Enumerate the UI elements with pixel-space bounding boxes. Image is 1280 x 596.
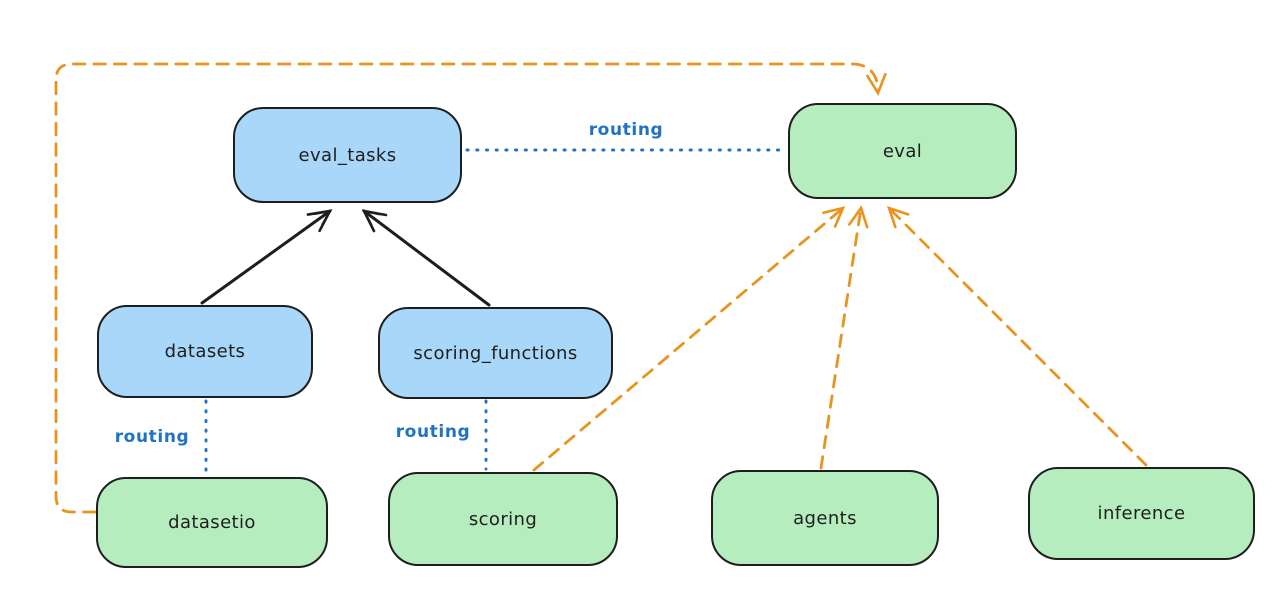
node-eval-label: eval [882,140,923,162]
routing-label-datasets-datasetio: routing [114,427,190,447]
node-inference: inference [1028,467,1255,560]
node-eval-tasks: eval_tasks [233,107,462,203]
node-datasets-label: datasets [164,341,246,362]
edge-datasets-to-eval-tasks [200,209,333,305]
node-inference-label: inference [1097,503,1186,524]
node-eval-tasks-label: eval_tasks [298,144,397,166]
node-datasetio: datasetio [96,477,328,568]
edge-datasetio-to-eval [54,62,887,514]
edge-agents-to-eval [819,205,869,470]
node-scoring-functions-label: scoring_functions [413,342,578,364]
node-scoring: scoring [388,472,618,566]
edge-scoring-to-eval [532,206,846,472]
node-datasetio-label: datasetio [168,512,256,533]
node-datasets: datasets [97,305,313,398]
routing-label-scoring-functions-scoring: routing [395,422,471,442]
node-scoring-functions: scoring_functions [378,307,613,399]
edge-scoring-functions-to-eval-tasks [361,209,491,307]
routing-label-eval-tasks-eval: routing [588,120,664,140]
node-eval: eval [788,103,1017,199]
node-agents-label: agents [793,507,857,529]
edge-inference-to-eval [886,205,1148,467]
node-scoring-label: scoring [468,508,538,530]
node-agents: agents [711,470,939,566]
